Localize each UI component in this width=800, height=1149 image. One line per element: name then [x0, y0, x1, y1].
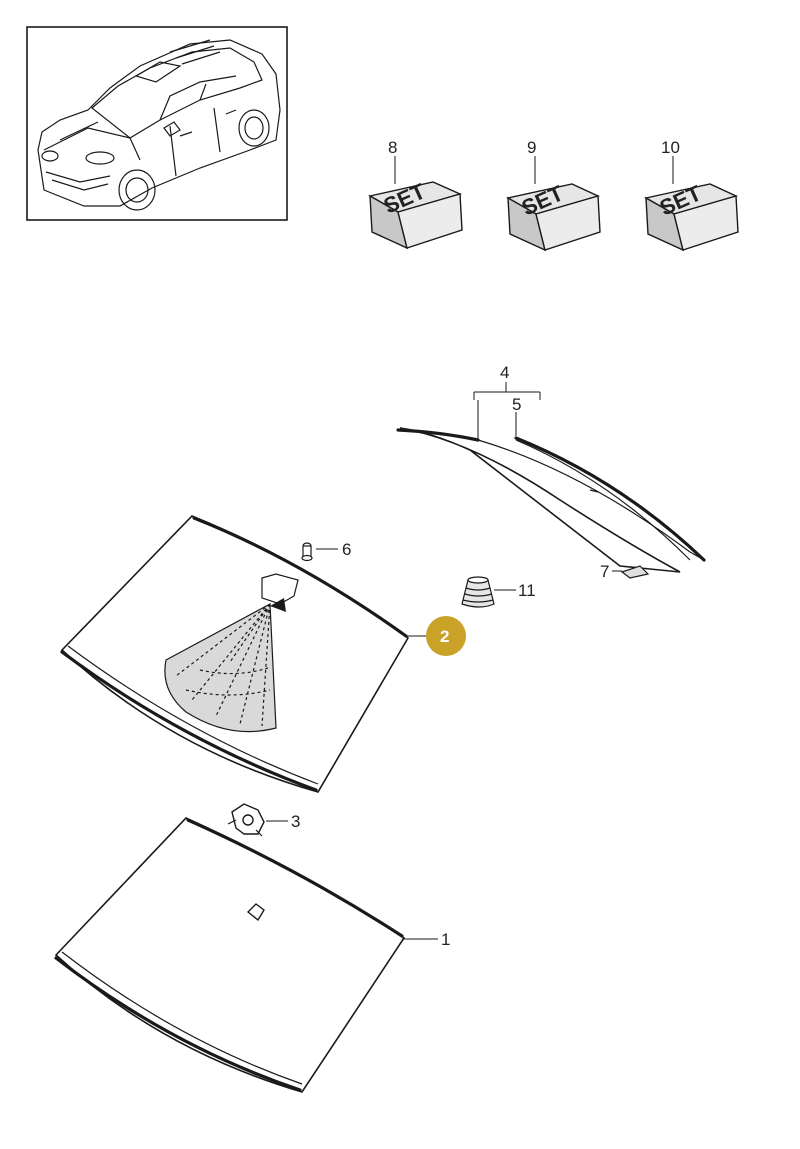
callout-9: 9	[527, 138, 536, 157]
callout-4: 4	[500, 363, 509, 382]
rear-window	[396, 427, 706, 579]
set-box-10: SET	[644, 156, 739, 252]
clip-part-3	[227, 803, 288, 837]
set-box-8: SET	[368, 156, 463, 250]
vehicle-thumbnail	[26, 26, 288, 221]
callout-3: 3	[291, 812, 300, 831]
rear-clip-icon	[620, 565, 650, 579]
set-box-9: SET	[506, 156, 601, 252]
grommet-part-11	[461, 576, 516, 608]
callout-2-badge[interactable]: 2	[406, 616, 466, 656]
bolt-part-6	[301, 542, 338, 562]
suv-outline-icon	[37, 39, 281, 211]
callout-8: 8	[388, 138, 397, 157]
callout-6: 6	[342, 540, 351, 559]
callout-5: 5	[512, 395, 521, 414]
mirror-mount-icon	[246, 903, 265, 922]
callout-2: 2	[440, 627, 449, 646]
windshield-plain	[54, 817, 438, 1093]
windshield-with-sensor	[60, 515, 410, 793]
callout-7: 7	[600, 562, 609, 581]
callout-11: 11	[518, 581, 536, 600]
callout-10: 10	[661, 138, 680, 157]
callout-1: 1	[441, 930, 450, 949]
bracket-4-5	[473, 382, 541, 440]
camera-sensor-icon	[270, 598, 286, 612]
